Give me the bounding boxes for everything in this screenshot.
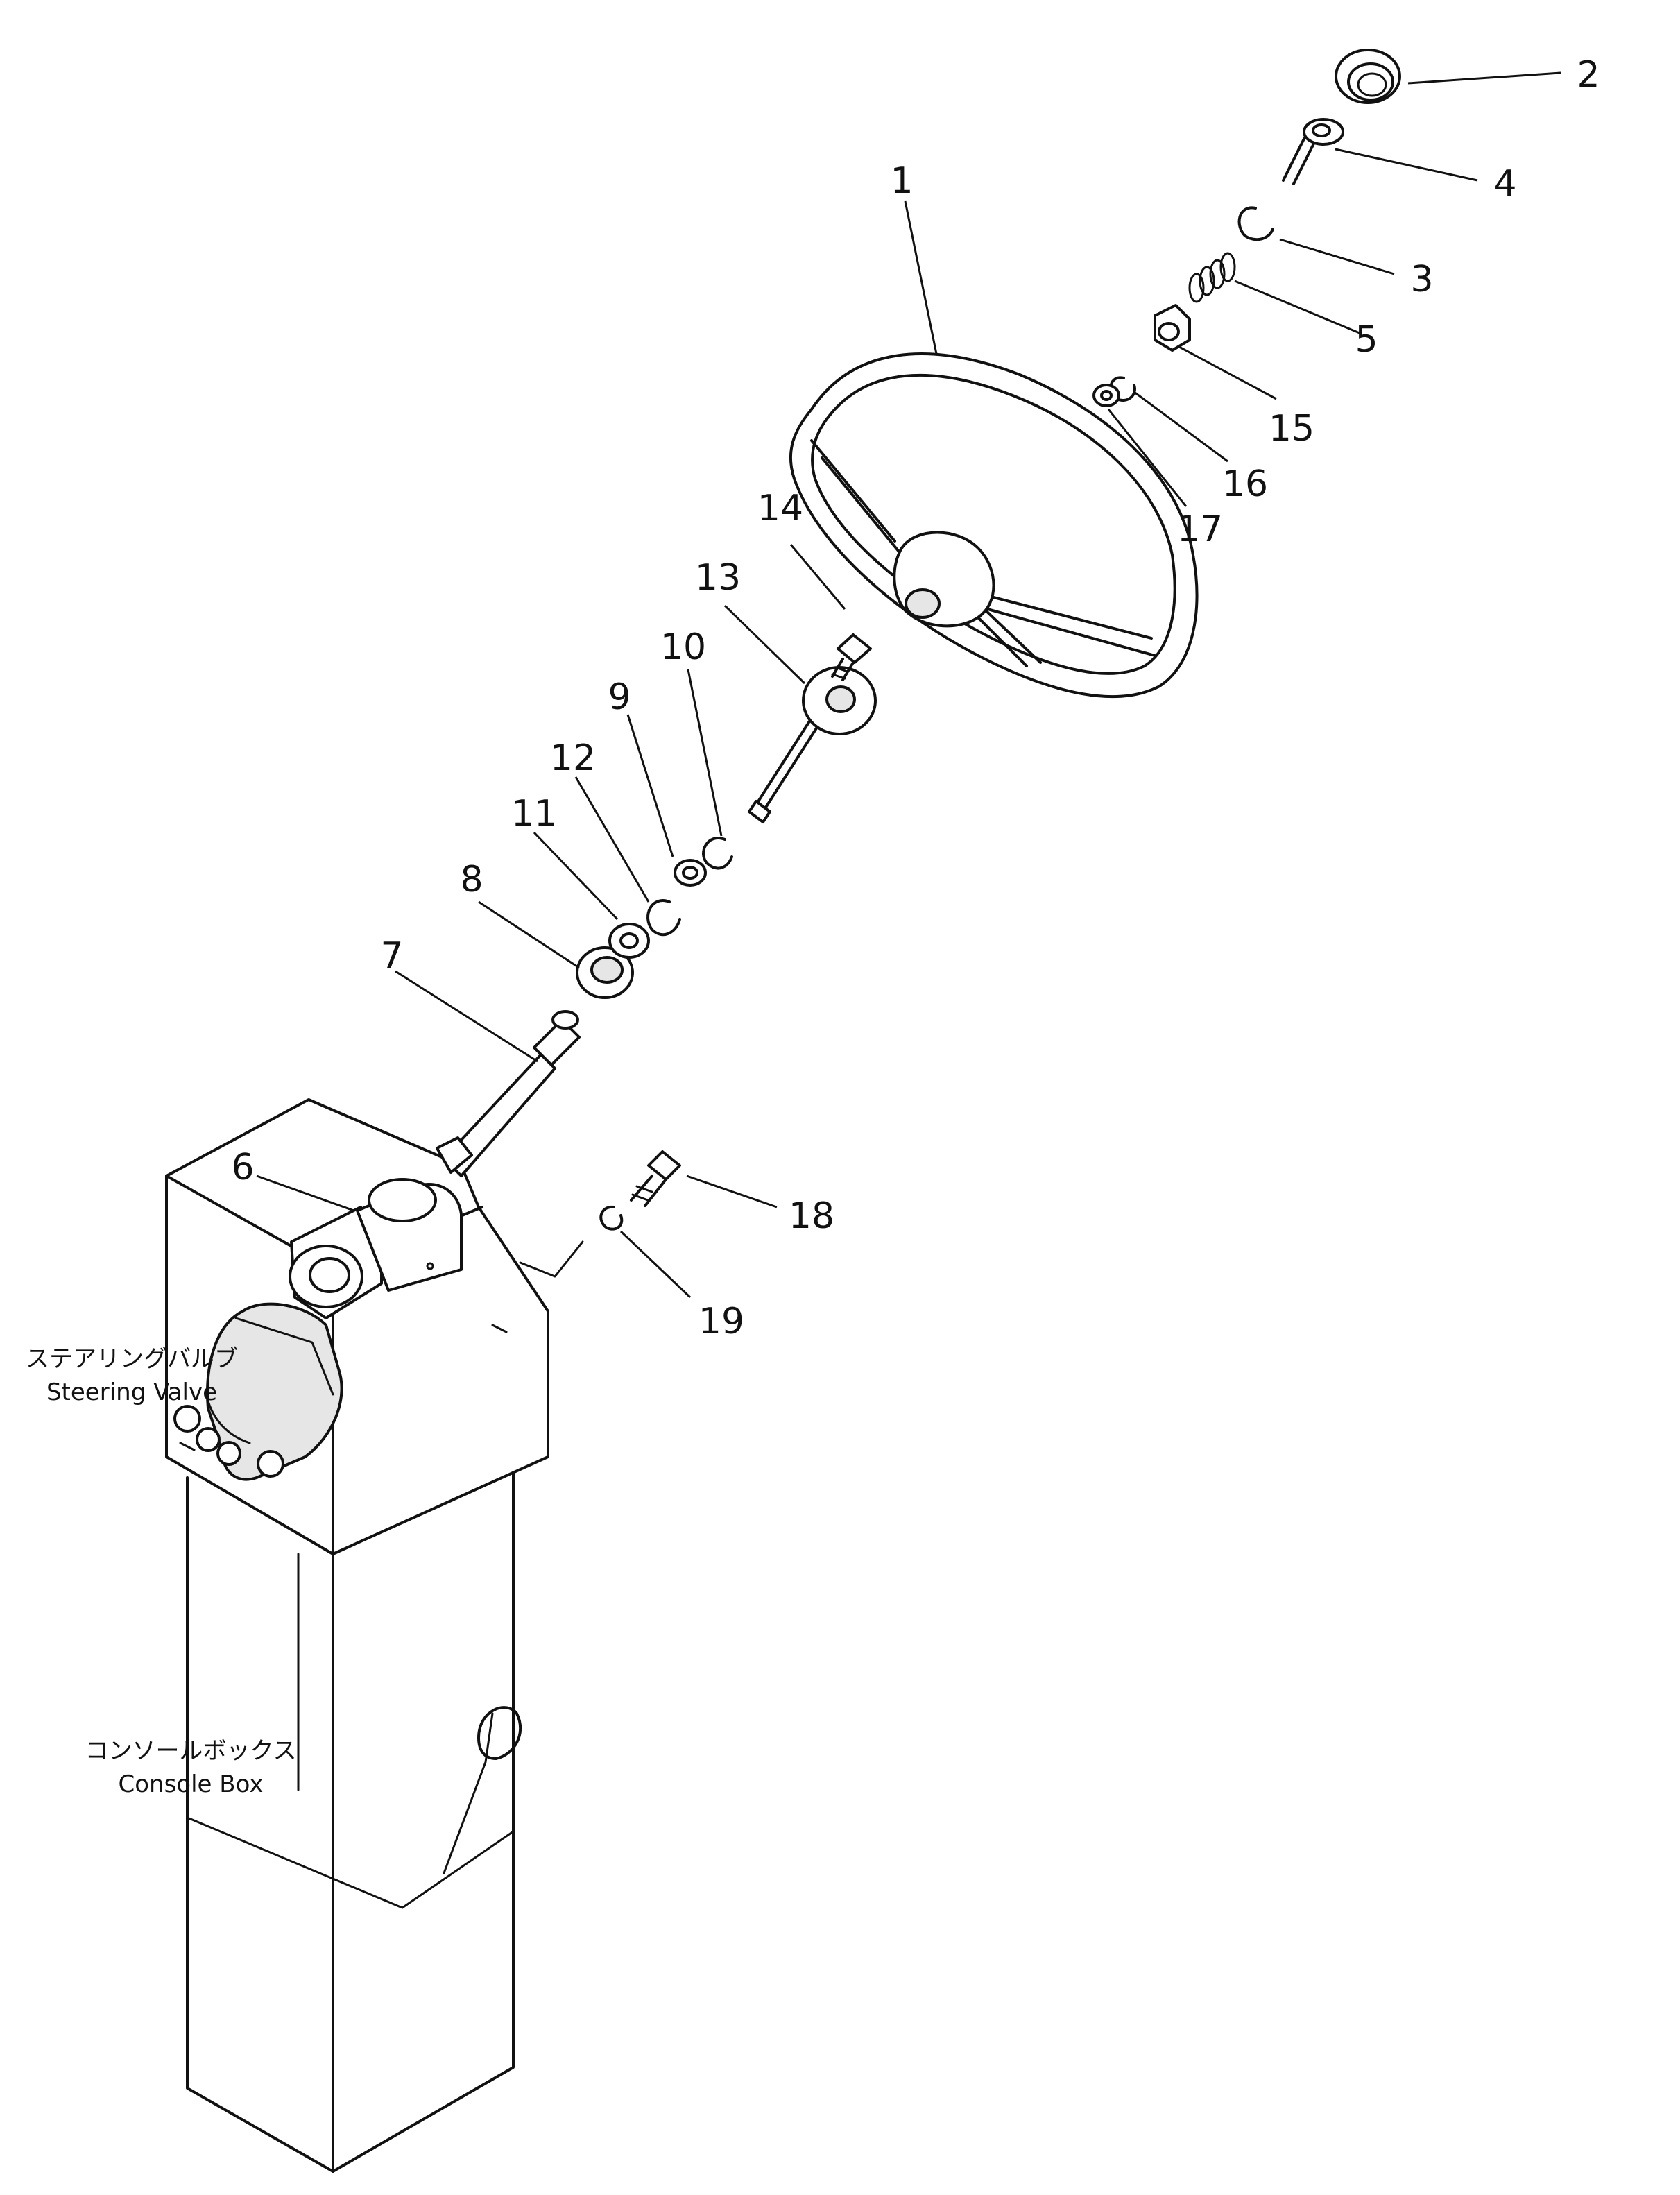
callout-5: 5: [1355, 319, 1378, 361]
hub-part-13: [748, 666, 877, 823]
leader-lines: [256, 71, 1561, 1299]
steering-valve-label-jp: ステアリングバルブ: [26, 1345, 238, 1373]
bolt-part-18: [630, 1150, 681, 1207]
callout-18: 18: [789, 1195, 834, 1237]
console-box-label-en: Console Box: [119, 1770, 264, 1798]
callout-8: 8: [460, 859, 483, 900]
console-box-label-jp: コンソールボックス: [85, 1737, 297, 1765]
snap-ring-part-12: [646, 899, 681, 937]
horn-button-part-2: [1335, 49, 1401, 104]
spring-part-5: [1188, 252, 1236, 303]
washers-and-rings: [608, 837, 733, 959]
snap-ring-part-10: [702, 837, 733, 870]
steering-valve-label-en: Steering Valve: [46, 1378, 217, 1406]
callout-9: 9: [608, 676, 631, 718]
callout-16: 16: [1222, 463, 1268, 505]
column-adapter-part-6: [289, 1178, 463, 1319]
component-labels: ステアリングバルブ Steering Valve コンソールボックス Conso…: [26, 1345, 296, 1798]
shaft-part-7: [436, 1010, 581, 1177]
callout-10: 10: [660, 626, 706, 668]
bearing-part-8: [576, 946, 634, 999]
callout-13: 13: [695, 557, 741, 599]
callout-numbers: 1 2 3 4 5 6 7 8 9 10 11 12 13 14 15 16 1…: [231, 54, 1600, 1342]
callout-17: 17: [1177, 509, 1223, 550]
callout-12: 12: [550, 737, 596, 779]
callout-3: 3: [1410, 259, 1433, 300]
callout-19: 19: [698, 1301, 744, 1342]
screw-part-14: [831, 633, 872, 681]
callout-11: 11: [511, 793, 557, 835]
horn-contact-part-4: [1282, 118, 1344, 185]
callout-4: 4: [1493, 163, 1516, 205]
nut-part-15: [1154, 304, 1191, 352]
callout-2: 2: [1577, 54, 1600, 96]
callout-15: 15: [1269, 408, 1314, 450]
callout-1: 1: [890, 160, 913, 202]
washer-part-17: [1092, 384, 1120, 407]
lock-washer-part-19: [599, 1205, 624, 1231]
callout-7: 7: [380, 935, 403, 977]
callout-14: 14: [757, 488, 803, 529]
callout-6: 6: [231, 1147, 254, 1188]
snap-ring-part-3: [1237, 206, 1274, 241]
steering-valve: [173, 1302, 343, 1481]
steering-wheel-part-1: [789, 352, 1199, 699]
